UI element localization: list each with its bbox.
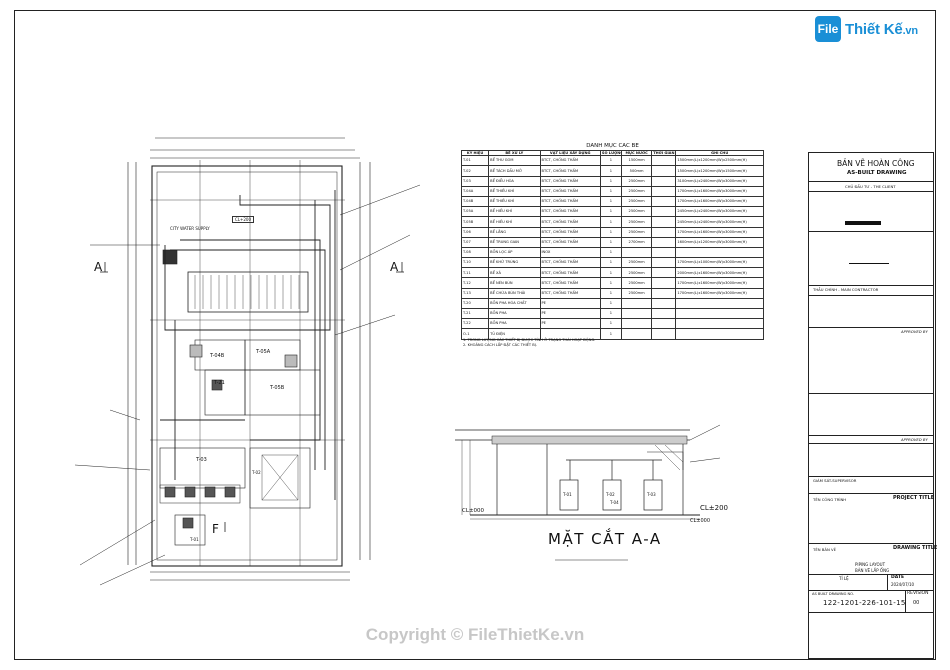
tb-scale-label: TỈ LỆ: [839, 576, 849, 581]
tb-title-vi: BẢN VẼ HOÀN CÔNG: [837, 159, 915, 168]
section-mark-bottom: F: [212, 522, 219, 536]
section-tag-3: T-03: [647, 492, 656, 497]
section-label-cl-left: CL±000: [462, 508, 485, 514]
tank-t01: [174, 514, 206, 546]
tank-t03: [159, 447, 246, 489]
stair-block: [187, 271, 309, 313]
room-label-t04b: T-04B: [210, 353, 225, 359]
section-title: MẶT CẮT A-A: [548, 530, 662, 548]
section-tag-4: T-04: [610, 500, 619, 505]
tb-revision-label: REVISION: [907, 591, 929, 596]
tb-client: CHỦ ĐẦU TƯ - THE CLIENT: [845, 184, 896, 189]
room-label-t05a: T-05A: [256, 349, 271, 355]
tb-contractor: THẦU CHÍNH - MAIN CONTRACTOR: [813, 287, 879, 292]
section-tank-1: [559, 479, 579, 511]
section-mark-right: A: [390, 260, 399, 274]
tb-approved-2: APPROVED BY: [901, 437, 928, 442]
room-label-t01: T-01: [190, 537, 199, 542]
tb-approved-1: APPROVED BY: [901, 329, 928, 334]
tb-drawing-name-vi: BẢN VẼ LẮP ỐNG: [855, 568, 890, 573]
room-label-t03: T-03: [196, 457, 207, 463]
logo-mark: File: [815, 16, 841, 42]
tb-drawing-title: DRAWING TITLE: [893, 545, 938, 551]
tb-project-title: PROJECT TITLE: [893, 495, 935, 501]
tb-title-en: AS-BUILT DRAWING: [847, 170, 907, 176]
room-label-t05b: T-05B: [270, 385, 285, 391]
client-underline: [849, 263, 889, 264]
sheet-border: [14, 10, 936, 660]
tb-no-label: AS BUILT DRAWING NO.: [812, 592, 855, 596]
tb-drawing-no: 122-1201-226-101-15: [823, 599, 906, 607]
callout-cl: CL+200: [232, 216, 255, 223]
copyright-watermark: Copyright © FileThietKe.vn: [365, 625, 585, 644]
logo: File Thiết Kế.vn: [815, 14, 918, 44]
table-cell: [675, 328, 764, 340]
title-block: BẢN VẼ HOÀN CÔNG AS-BUILT DRAWING CHỦ ĐẦ…: [808, 152, 938, 659]
building-outline: [151, 165, 343, 567]
room-label-t02: T-02: [252, 470, 261, 475]
table-notes: 1. TRONG LƯỢNG CÁC THIẾT BỊ ĐƯỢC TÍNH Ở …: [463, 338, 763, 348]
section-label-cl-right-low: CL±000: [690, 518, 711, 524]
tb-date-label: DATE: [891, 575, 905, 580]
section-label-cl-right: CL±200: [700, 504, 729, 512]
tb-supervisor: GIÁM SÁT-SUPERVISOR: [813, 478, 857, 483]
section-mark-left: A: [94, 260, 103, 274]
tank-t02: [249, 447, 311, 509]
roof-slab: [491, 435, 688, 445]
tb-revision: 00: [913, 600, 920, 606]
note-1: 1. TRONG LƯỢNG CÁC THIẾT BỊ ĐƯỢC TÍNH Ở …: [463, 338, 596, 342]
table-title: DANH MỤC CÁC BỂ: [586, 143, 639, 149]
table-cell: [539, 328, 601, 340]
room-label-t21: T-21: [214, 380, 225, 386]
tb-project-label: TÊN CÔNG TRÌNH: [813, 497, 847, 502]
logo-text: Thiết Kế.vn: [845, 21, 918, 38]
tb-drawing-label: TÊN BẢN VẼ: [813, 547, 837, 552]
tb-drawing-name-en: PIPING LAYOUT: [855, 562, 886, 567]
section-tag-1: T-01: [563, 492, 572, 497]
callout-city-water: CITY WATER SUPPLY: [170, 226, 210, 231]
logo-tld: .vn: [902, 24, 919, 37]
client-logo-bar: [845, 221, 881, 225]
tb-date-value: 2024/07/10: [891, 582, 915, 587]
logo-name: Thiết Kế: [845, 20, 903, 38]
note-2: 2. KHOẢNG CÁCH LẮP ĐẶT CÁC THIẾT BỊ.: [463, 343, 537, 347]
section-tag-2: T-02: [606, 492, 615, 497]
table-cell: [651, 328, 677, 340]
